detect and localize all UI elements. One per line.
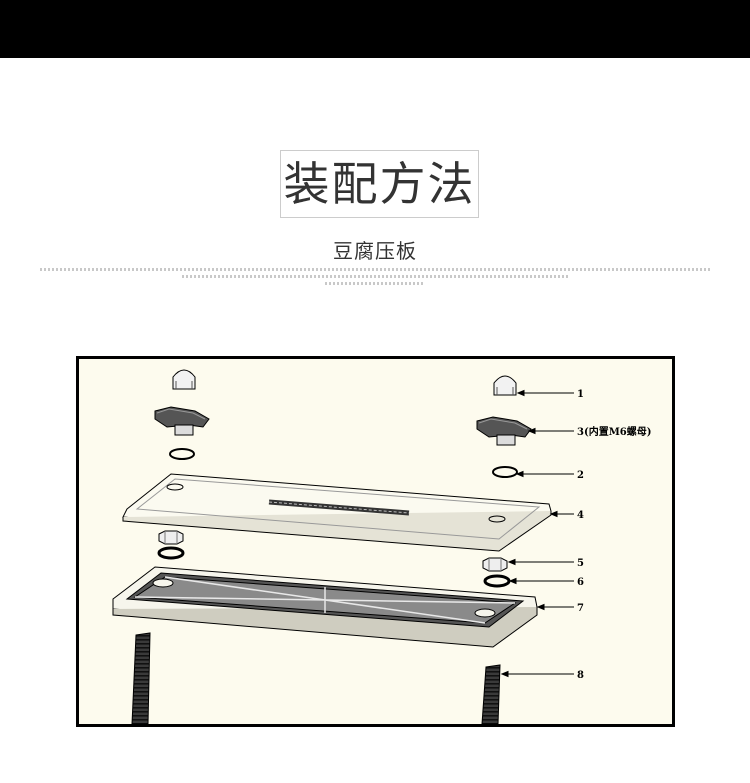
part-label-4: 4 <box>577 510 584 521</box>
title-frame: 装配方法 <box>280 150 479 218</box>
decorative-text-line-1 <box>40 268 710 271</box>
cap-nut-right <box>493 375 517 396</box>
part-label-3: 3(内置M6螺母) <box>577 425 651 438</box>
part-label-1: 1 <box>577 389 584 400</box>
assembly-diagram: 1 2 3(内置M6螺母) 4 5 6 7 8 <box>76 356 675 727</box>
leader-lines <box>500 389 574 678</box>
exploded-view-drawing: 1 2 3(内置M6螺母) 4 5 6 7 8 <box>112 369 651 724</box>
page-title: 装配方法 <box>283 157 476 211</box>
hex-nut-right <box>482 557 508 572</box>
part-label-7: 7 <box>577 603 584 614</box>
cap-nut-left <box>172 369 196 390</box>
base-tray <box>112 566 538 648</box>
press-plate <box>122 473 552 552</box>
page-subtitle: 豆腐压板 <box>333 239 417 263</box>
part-label-8: 8 <box>577 670 584 681</box>
hex-nut-left <box>158 530 184 545</box>
threaded-rod-right <box>481 664 501 724</box>
threaded-rod-left <box>131 632 151 724</box>
washer-bottom-left <box>157 546 185 560</box>
washer-top-left <box>169 448 195 460</box>
wing-knob-right <box>476 416 532 446</box>
part-label-6: 6 <box>577 577 584 588</box>
part-label-2: 2 <box>577 470 584 481</box>
top-black-bar <box>0 0 750 58</box>
part-label-5: 5 <box>577 558 584 569</box>
washer-bottom-right <box>483 574 511 588</box>
decorative-text-line-2 <box>182 275 568 278</box>
washer-top-right <box>492 466 518 478</box>
decorative-text-line-3 <box>325 282 425 285</box>
wing-knob-left <box>154 406 210 436</box>
